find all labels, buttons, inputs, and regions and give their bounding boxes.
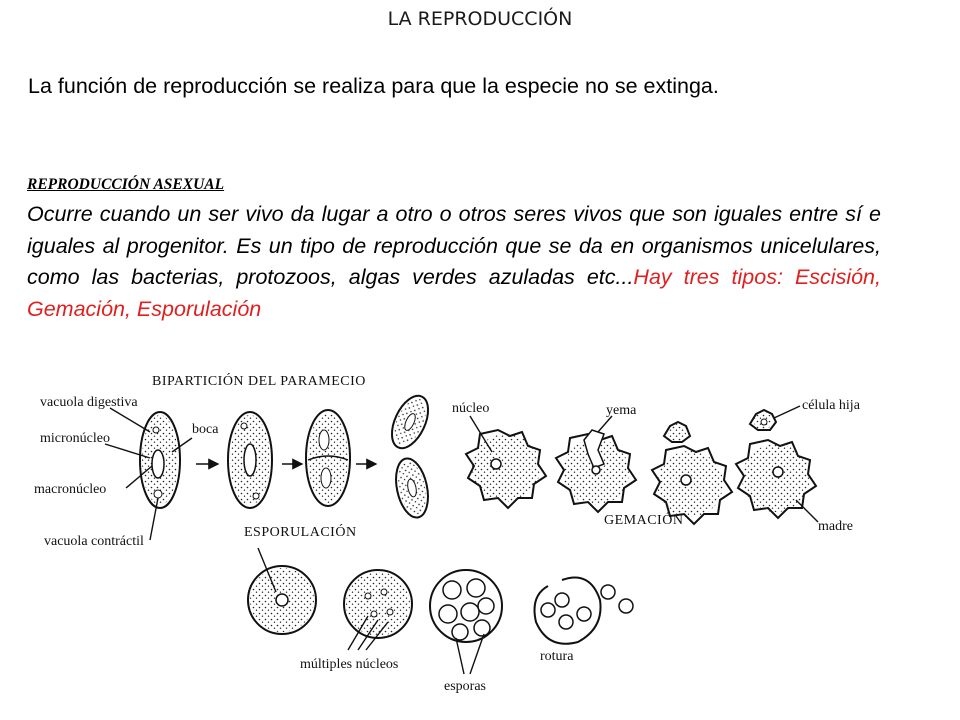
label-rotura: rotura <box>540 649 574 664</box>
label-esporas: esporas <box>444 679 486 694</box>
esporulacion-cell-1 <box>247 565 317 635</box>
reproduction-diagram: BIPARTICIÓN DEL PARAMECIO vacuola digest… <box>34 372 861 694</box>
label-multiples-nucleos: múltiples núcleos <box>300 657 398 672</box>
section-body-text: Ocurre cuando un ser vivo da lugar a otr… <box>27 202 881 289</box>
paramecium-1 <box>139 411 181 509</box>
label-micronucleo: micronúcleo <box>40 431 110 446</box>
page-title: LA REPRODUCCIÓN <box>387 8 573 30</box>
section-body: Ocurre cuando un ser vivo da lugar a otr… <box>27 199 881 325</box>
gemacion-cell-1 <box>464 428 548 510</box>
paramecium-4 <box>390 394 430 519</box>
intro-text: La función de reproducción se realiza pa… <box>28 74 719 98</box>
gemacion-cell-2 <box>554 429 638 514</box>
esporulacion-cell-3 <box>429 569 503 643</box>
label-macronucleo: macronúcleo <box>34 482 106 497</box>
label-celula-hija: célula hija <box>802 398 861 413</box>
section-heading: REPRODUCCIÓN ASEXUAL <box>27 176 225 193</box>
label-vacuola-contractil: vacuola contráctil <box>44 534 144 549</box>
gemacion-caption: GEMACIÓN <box>604 511 683 528</box>
gemacion-cell-3 <box>650 420 734 526</box>
biparticion-caption: BIPARTICIÓN DEL PARAMECIO <box>152 372 366 389</box>
paramecium-2 <box>227 411 273 509</box>
section-highlight: Hay tres tipos: Escisión, Gemación, Espo… <box>27 265 881 321</box>
label-yema: yema <box>606 403 637 418</box>
label-madre: madre <box>818 519 853 534</box>
label-boca: boca <box>192 422 219 437</box>
paramecium-3 <box>305 409 351 507</box>
gemacion-cell-4 <box>734 408 818 520</box>
label-vacuola-digestiva: vacuola digestiva <box>40 395 138 410</box>
esporulacion-caption: ESPORULACIÓN <box>244 523 357 540</box>
esporulacion-cell-2 <box>343 569 413 639</box>
esporulacion-cell-4 <box>533 576 634 645</box>
label-nucleo: núcleo <box>452 401 489 416</box>
